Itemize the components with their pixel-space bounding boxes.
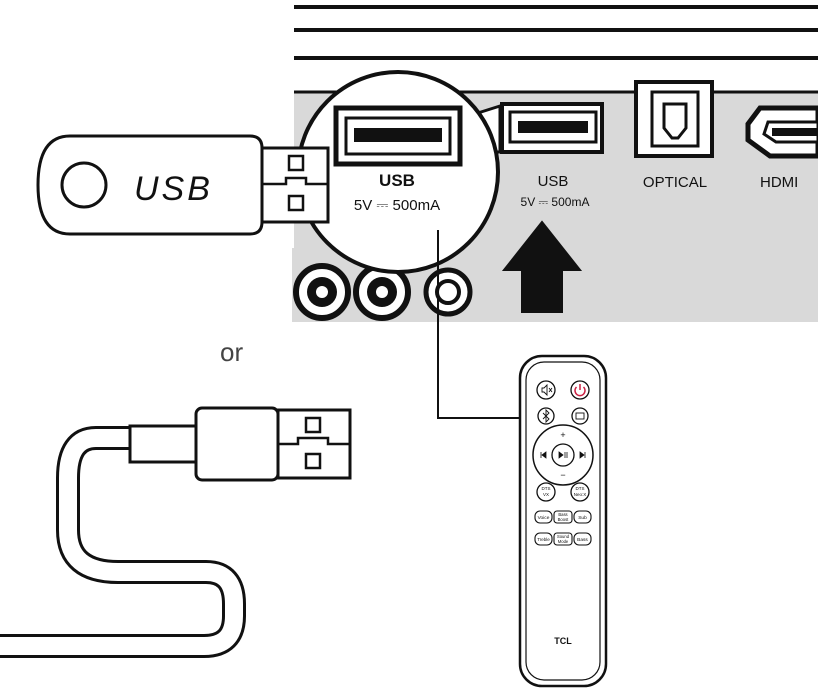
optical-label: OPTICAL	[643, 174, 707, 191]
analog-jacks	[292, 248, 473, 322]
remote-bass-boost-button[interactable]: Bass Boost	[553, 510, 573, 524]
panel-usb-label: USB	[538, 173, 569, 190]
insert-arrow-icon	[501, 220, 583, 313]
svg-text:Bass: Bass	[558, 512, 567, 517]
remote-treble-button[interactable]: Treble	[534, 532, 553, 546]
svg-text:Sub: Sub	[578, 515, 587, 521]
svg-text:Bass: Bass	[577, 537, 588, 543]
svg-text:Sound: Sound	[557, 534, 570, 539]
minus-icon: −	[560, 470, 565, 480]
svg-text:Treble: Treble	[537, 537, 550, 542]
optical-port	[634, 80, 714, 158]
remote-bluetooth-button[interactable]	[537, 407, 555, 425]
svg-text:VX: VX	[543, 492, 549, 497]
plus-icon: +	[560, 430, 565, 440]
leader-line	[437, 230, 534, 419]
remote-sub-button[interactable]: Sub	[573, 510, 592, 524]
panel-usb-port	[500, 102, 604, 154]
panel-usb-rating: 5V ⎓ 500mA	[521, 195, 590, 209]
previous-track-icon	[540, 451, 547, 459]
usb-stick-label: USB	[134, 170, 213, 208]
zoom-usb-label: USB	[379, 171, 415, 190]
svg-text:DTS: DTS	[576, 486, 585, 491]
remote-control: + − DTS VX DTS Neo:X Voice Bass Boost	[518, 354, 608, 688]
svg-text:Neo:X: Neo:X	[574, 492, 587, 497]
bluetooth-icon	[542, 408, 550, 424]
svg-text:DTS: DTS	[542, 486, 551, 491]
or-separator: or	[220, 337, 243, 367]
zoom-usb-rating: 5V ⎓ 500mA	[354, 197, 440, 214]
cable-strain-relief	[128, 424, 198, 464]
mute-icon	[541, 383, 553, 397]
remote-sound-mode-button[interactable]: Sound Mode	[553, 532, 573, 546]
usb-cable	[0, 406, 352, 658]
keyring-hole	[60, 161, 108, 209]
usb-flash-drive	[36, 134, 330, 236]
power-icon	[574, 384, 586, 397]
svg-text:Voice: Voice	[538, 515, 550, 521]
remote-bass-button[interactable]: Bass	[573, 532, 592, 546]
input-source-icon	[575, 412, 585, 420]
hdmi-label: HDMI	[760, 174, 798, 191]
remote-mute-button[interactable]	[536, 380, 556, 400]
svg-text:Boost: Boost	[558, 517, 570, 522]
remote-dts-neo-button[interactable]: DTS Neo:X	[570, 482, 590, 502]
svg-text:Mode: Mode	[558, 539, 569, 544]
remote-power-button[interactable]	[570, 380, 590, 400]
remote-voice-button[interactable]: Voice	[534, 510, 553, 524]
remote-brand-logo: TCL	[554, 636, 572, 646]
remote-navigation-ring[interactable]: + −	[532, 424, 594, 486]
remote-dts-vx-button[interactable]: DTS VX	[536, 482, 556, 502]
hdmi-port	[745, 105, 818, 159]
play-pause-icon	[558, 451, 568, 459]
next-track-icon	[579, 451, 586, 459]
remote-input-button[interactable]	[571, 407, 589, 425]
cable-plug-housing	[194, 406, 280, 482]
